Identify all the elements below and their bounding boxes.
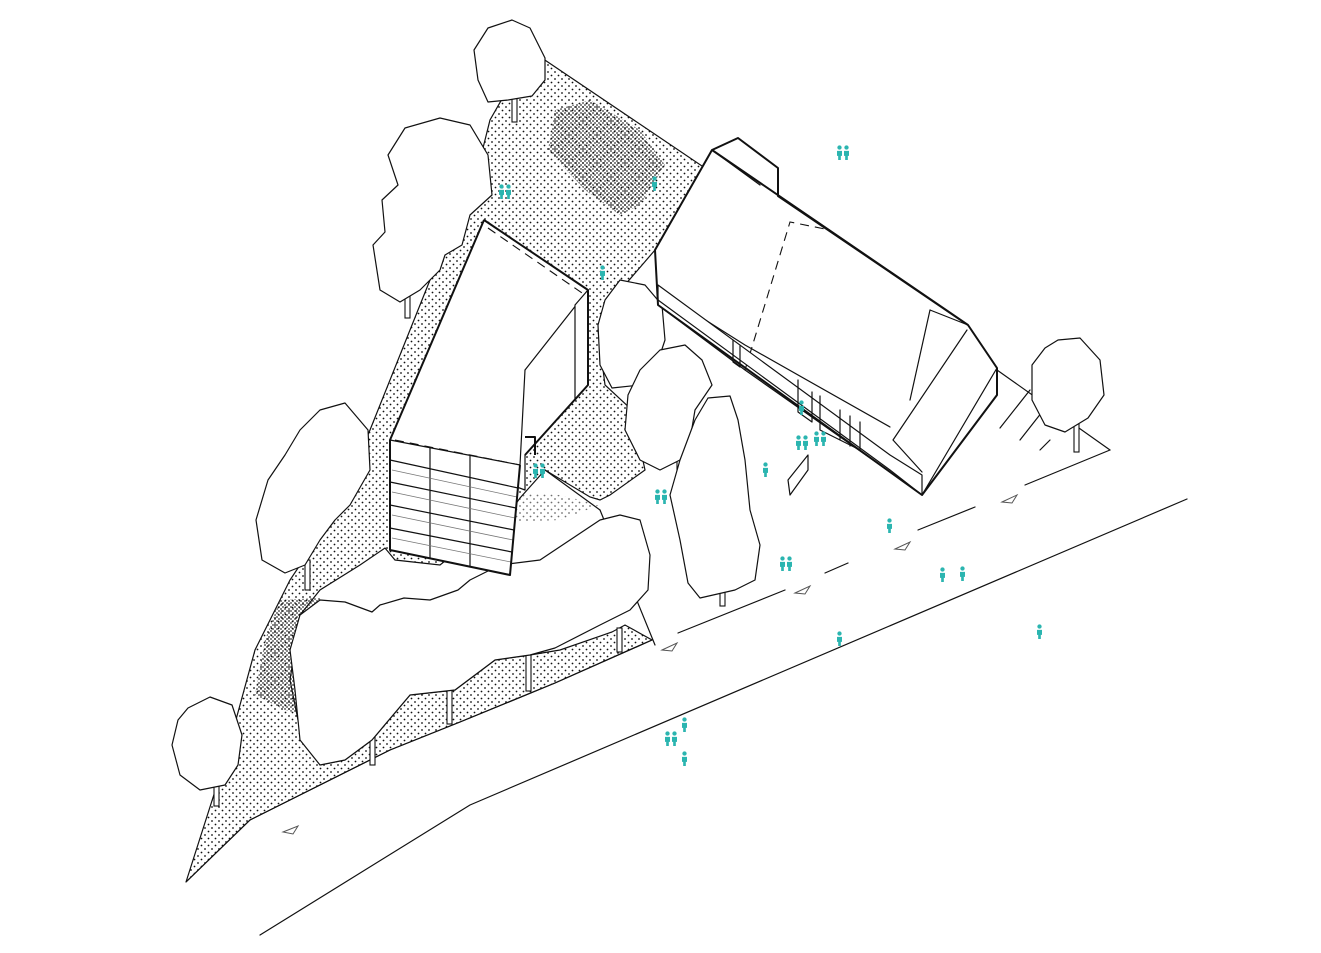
tree xyxy=(171,696,243,807)
direction-arrow xyxy=(1000,493,1019,504)
lane-dashes xyxy=(677,449,1111,634)
tall-block-building xyxy=(389,219,589,576)
main-road-edge xyxy=(259,498,1188,936)
dense-hatch-patch-north xyxy=(548,100,665,215)
person-group xyxy=(655,489,667,504)
person xyxy=(887,518,892,533)
block-facade-thin xyxy=(391,469,518,563)
person-group xyxy=(796,435,808,450)
gabled-wall xyxy=(657,284,923,496)
parking-strips xyxy=(999,389,1051,451)
tree xyxy=(372,117,493,319)
direction-arrow xyxy=(893,540,912,551)
dotted-walkway xyxy=(512,493,600,522)
long-gabled-building xyxy=(654,137,998,496)
person xyxy=(1037,624,1042,639)
tree xyxy=(255,402,371,591)
person xyxy=(763,462,768,477)
direction-arrow xyxy=(660,641,679,652)
person-group xyxy=(780,556,792,571)
tree xyxy=(669,395,761,607)
direction-arrow xyxy=(281,824,300,835)
block-side-wall xyxy=(574,289,589,401)
tree xyxy=(289,514,651,766)
driveway-edge xyxy=(544,469,601,511)
person xyxy=(940,567,945,582)
gabled-outline xyxy=(654,137,998,496)
gabled-doors xyxy=(732,339,861,451)
block-roof-ridge xyxy=(487,227,586,296)
person xyxy=(837,631,842,646)
person xyxy=(960,566,965,581)
entrance-sign xyxy=(787,454,809,496)
person xyxy=(682,751,687,766)
person xyxy=(682,717,687,732)
person-group xyxy=(665,731,677,746)
person-group xyxy=(814,431,826,446)
gabled-roof-ridge xyxy=(744,221,831,371)
site-edge-road xyxy=(185,639,653,883)
block-roof-slope-2 xyxy=(519,369,526,466)
tree xyxy=(473,19,546,123)
person-group xyxy=(837,145,849,160)
tree xyxy=(1031,337,1105,453)
block-corner xyxy=(389,219,589,576)
direction-arrow xyxy=(793,584,812,595)
direction-arrows xyxy=(281,493,1019,835)
trees xyxy=(171,19,1105,807)
block-facade-grid xyxy=(389,447,519,568)
